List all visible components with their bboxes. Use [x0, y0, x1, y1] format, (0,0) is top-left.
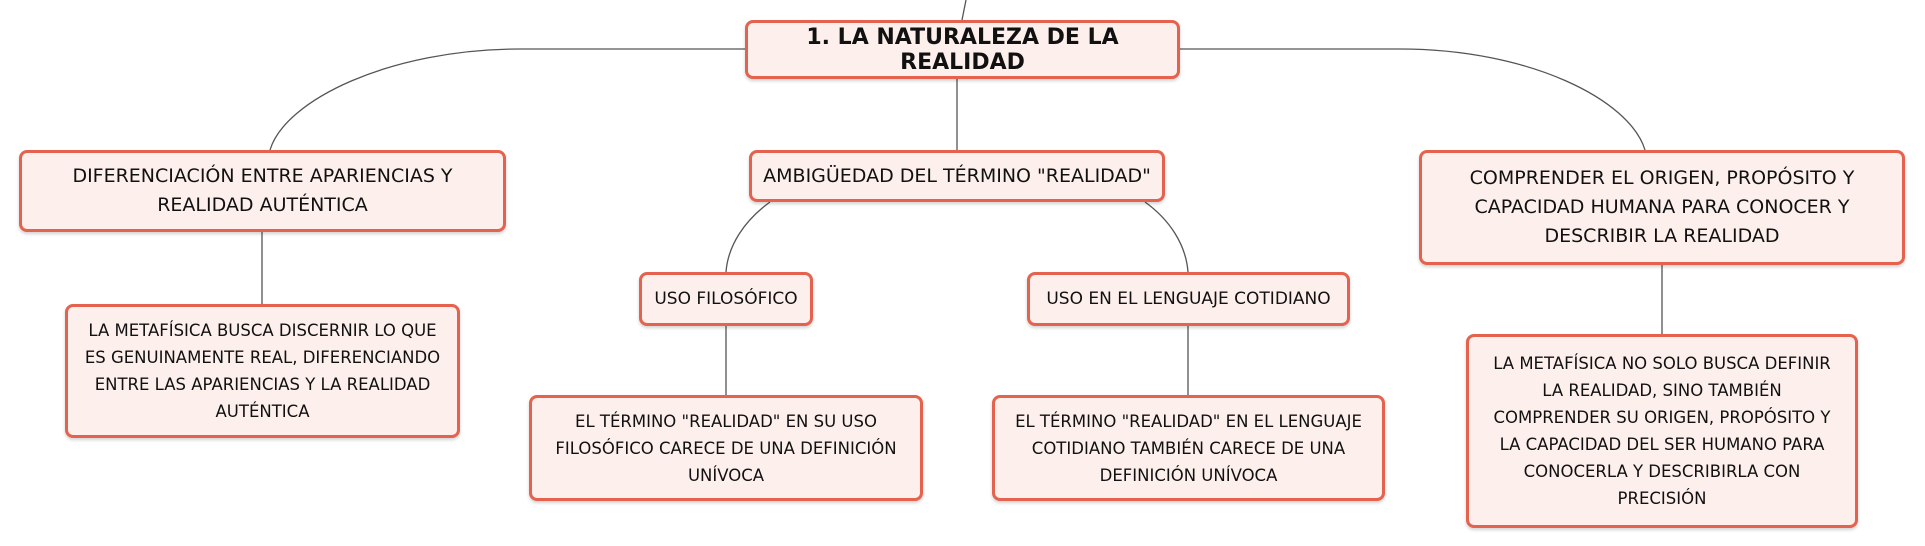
connector-center-to-sub-left: [725, 201, 771, 273]
sub-right-child-node[interactable]: EL TÉRMINO "REALIDAD" EN EL LENGUAJE COT…: [992, 395, 1385, 501]
sub-left-child-text: EL TÉRMINO "REALIDAD" EN SU USO FILOSÓFI…: [555, 411, 897, 485]
branch-right-node[interactable]: COMPRENDER EL ORIGEN, PROPÓSITO Y CAPACI…: [1419, 150, 1905, 265]
sub-right-label: USO EN EL LENGUAJE COTIDIANO: [1046, 289, 1331, 309]
connector-root-to-right: [1180, 48, 1646, 151]
sub-left-child-node[interactable]: EL TÉRMINO "REALIDAD" EN SU USO FILOSÓFI…: [529, 395, 923, 501]
root-node-label: 1. LA NATURALEZA DE LA REALIDAD: [806, 24, 1119, 75]
connector-root-to-left: [269, 48, 745, 151]
left-child-text: LA METAFÍSICA BUSCA DISCERNIR LO QUE ES …: [84, 321, 441, 421]
root-node[interactable]: 1. LA NATURALEZA DE LA REALIDAD: [745, 20, 1180, 79]
sub-left-node[interactable]: USO FILOSÓFICO: [639, 272, 813, 326]
sub-right-node[interactable]: USO EN EL LENGUAJE COTIDIANO: [1027, 272, 1350, 326]
right-child-node[interactable]: LA METAFÍSICA NO SOLO BUSCA DEFINIR LA R…: [1466, 334, 1858, 528]
connector-center-to-sub-right: [1144, 201, 1189, 273]
left-child-node[interactable]: LA METAFÍSICA BUSCA DISCERNIR LO QUE ES …: [65, 304, 460, 438]
branch-left-label: DIFERENCIACIÓN ENTRE APARIENCIAS Y REALI…: [72, 165, 453, 216]
branch-left-node[interactable]: DIFERENCIACIÓN ENTRE APARIENCIAS Y REALI…: [19, 150, 506, 232]
branch-right-label: COMPRENDER EL ORIGEN, PROPÓSITO Y CAPACI…: [1469, 167, 1855, 247]
sub-right-child-text: EL TÉRMINO "REALIDAD" EN EL LENGUAJE COT…: [1015, 411, 1362, 485]
right-child-text: LA METAFÍSICA NO SOLO BUSCA DEFINIR LA R…: [1493, 354, 1831, 508]
branch-center-label: AMBIGÜEDAD DEL TÉRMINO "REALIDAD": [763, 164, 1151, 187]
branch-center-node[interactable]: AMBIGÜEDAD DEL TÉRMINO "REALIDAD": [749, 150, 1165, 202]
connector-parent-top: [961, 0, 967, 21]
sub-left-label: USO FILOSÓFICO: [654, 289, 798, 309]
